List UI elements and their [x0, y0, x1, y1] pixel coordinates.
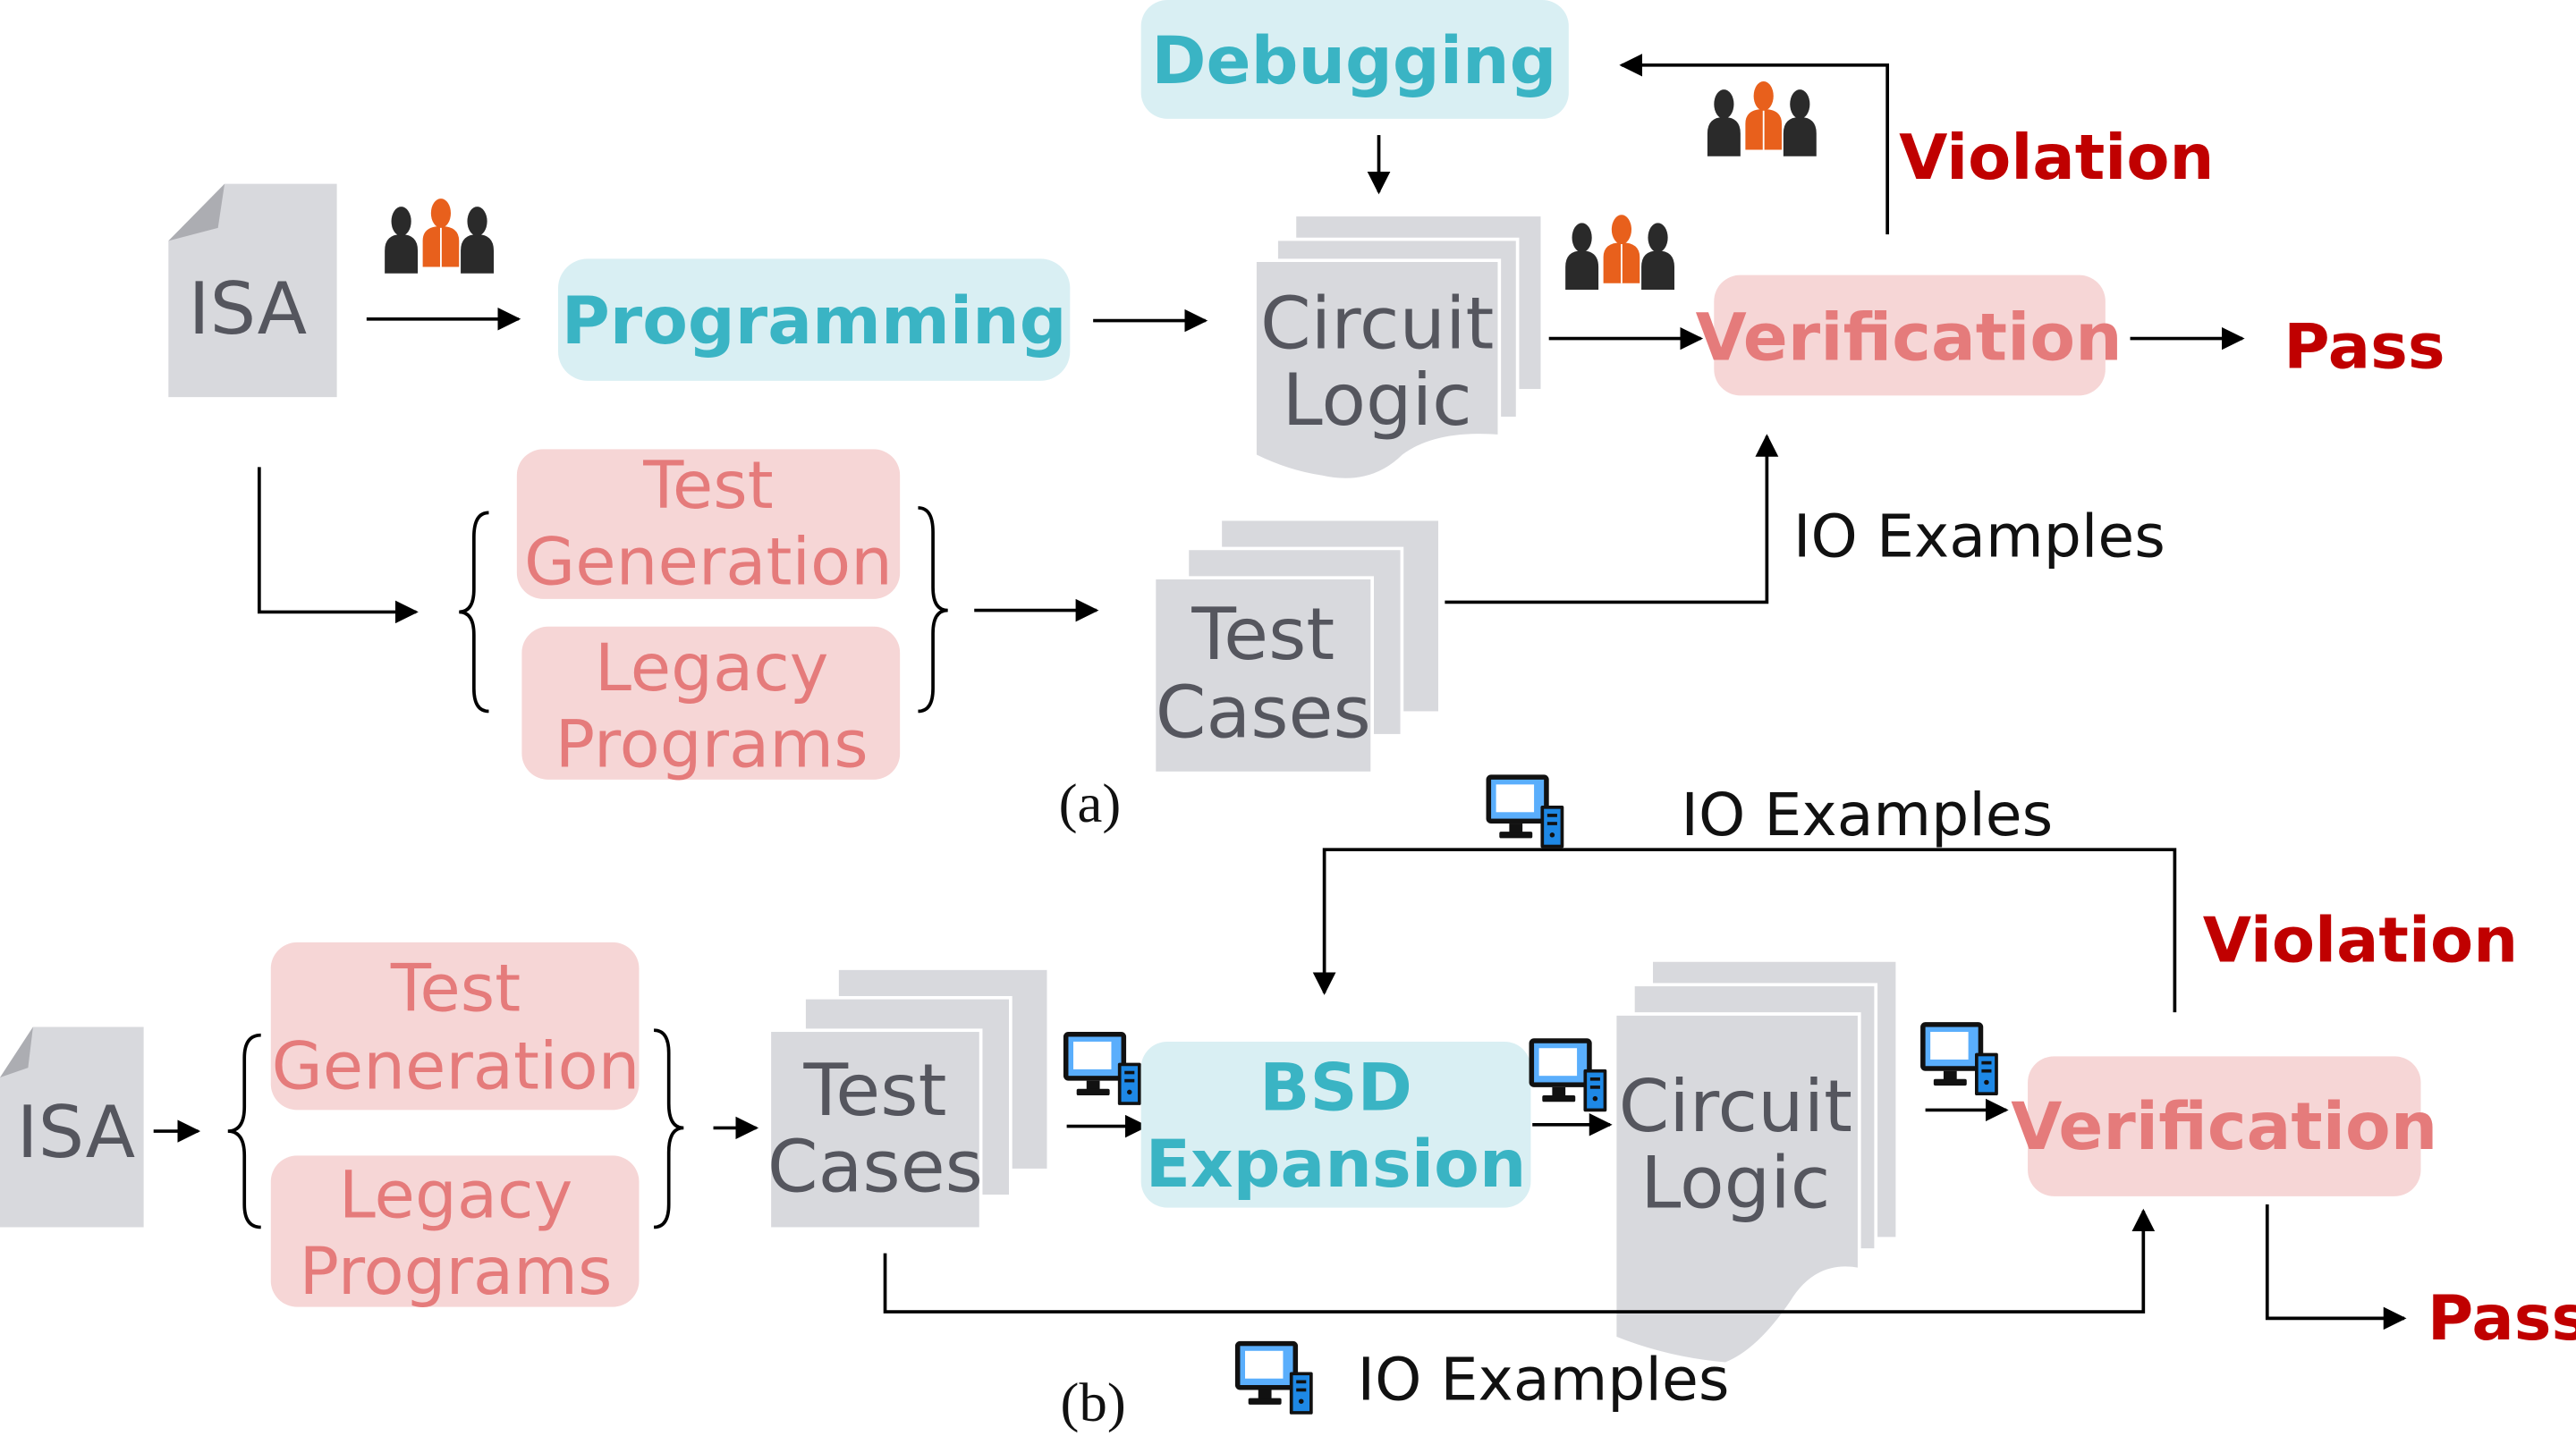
arrow-violation-to-debugging [1619, 54, 1889, 235]
bsd-expansion-line1: BSD [1259, 1051, 1412, 1126]
human-team-icon [1564, 214, 1675, 291]
panel-a: ISA Programming Debugging Circuit Logic [168, 0, 2445, 834]
test-cases-line1: Test [1191, 594, 1335, 677]
arrow-testcases-to-verification [1445, 434, 1779, 604]
circuit-label-line1: Circuit [1619, 1066, 1852, 1149]
programming-label: Programming [562, 284, 1067, 359]
violation-label: Violation [2203, 905, 2518, 976]
arrow-violation-to-bsd [1312, 848, 2177, 1013]
legacy-programs-box: Legacy Programs [270, 1155, 640, 1310]
debugging-label: Debugging [1151, 23, 1556, 98]
panel-b-caption: (b) [1061, 1372, 1126, 1433]
legacy-programs-line2: Programs [300, 1235, 613, 1310]
io-examples-label: IO Examples [1793, 503, 2165, 570]
isa-document: ISA [0, 1026, 144, 1228]
legacy-programs-box: Legacy Programs [521, 626, 901, 782]
computer-icon [1920, 1022, 1998, 1096]
verification-label: Verification [1696, 300, 2123, 376]
test-generation-line2: Generation [524, 525, 893, 600]
isa-label: ISA [17, 1092, 136, 1175]
circuit-logic-stack: Circuit Logic [1253, 216, 1541, 482]
test-cases-line1: Test [802, 1049, 946, 1132]
human-team-icon [384, 198, 495, 275]
io-examples-top-label: IO Examples [1681, 781, 2053, 849]
left-brace [459, 511, 489, 714]
bsd-expansion-line2: Expansion [1146, 1127, 1527, 1202]
panel-b: ISA Test Generation Legacy Programs Test… [0, 774, 2576, 1433]
verification-box: Verification [2011, 1056, 2437, 1196]
circuit-label-line2: Logic [1283, 359, 1472, 443]
right-brace [653, 1028, 684, 1229]
left-brace [227, 1033, 261, 1229]
circuit-label-line2: Logic [1640, 1142, 1830, 1225]
verification-box: Verification [1696, 275, 2123, 396]
computer-icon [1063, 1032, 1141, 1105]
pass-label: Pass [2284, 311, 2445, 383]
programming-box: Programming [558, 258, 1071, 381]
arrow-verification-to-pass [2265, 1204, 2407, 1331]
io-examples-bottom-label: IO Examples [1358, 1346, 1730, 1414]
test-generation-line2: Generation [272, 1029, 640, 1104]
test-cases-line2: Cases [767, 1126, 983, 1209]
human-team-icon [1707, 80, 1818, 157]
legacy-programs-line1: Legacy [595, 630, 829, 705]
panel-a-caption: (a) [1059, 773, 1122, 835]
computer-icon [1234, 1340, 1313, 1415]
computer-icon [1486, 774, 1564, 849]
test-cases-stack: Test Cases [1152, 520, 1438, 775]
isa-label: ISA [189, 268, 308, 351]
test-generation-box: Test Generation [516, 448, 901, 600]
violation-label: Violation [1899, 122, 2214, 194]
bsd-expansion-box: BSD Expansion [1140, 1041, 1531, 1208]
verification-label: Verification [2011, 1090, 2437, 1165]
arrow-isa-to-tests [258, 467, 419, 624]
legacy-programs-line2: Programs [555, 707, 869, 782]
circuit-label-line1: Circuit [1260, 283, 1494, 366]
test-generation-box: Test Generation [270, 942, 640, 1111]
debugging-box: Debugging [1140, 0, 1569, 119]
test-cases-stack: Test Cases [767, 969, 1047, 1231]
pass-label: Pass [2428, 1282, 2576, 1354]
test-generation-line1: Test [642, 448, 773, 523]
circuit-logic-stack: Circuit Logic [1613, 961, 1896, 1366]
arrow-testcases-to-verification [883, 1208, 2156, 1314]
test-generation-line1: Test [390, 951, 521, 1026]
test-cases-line2: Cases [1156, 672, 1371, 755]
legacy-programs-line1: Legacy [339, 1158, 573, 1233]
isa-document: ISA [168, 183, 337, 398]
right-brace [918, 506, 948, 714]
computer-icon [1529, 1038, 1607, 1112]
